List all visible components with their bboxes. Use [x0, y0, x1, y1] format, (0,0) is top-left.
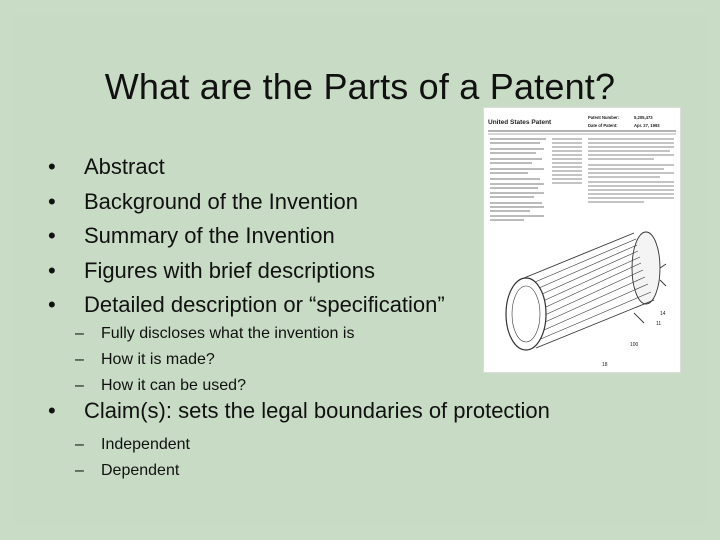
patent-header-left: United States Patent	[488, 119, 552, 126]
claims-subbullets: –Independent –Dependent	[75, 432, 190, 484]
patent-right-column	[588, 138, 674, 203]
patent-date: Apr. 27, 1993	[634, 123, 660, 128]
sub-list-item: –How it is made?	[75, 347, 354, 373]
list-item: • Figures with brief descriptions	[48, 254, 445, 289]
patent-number: 5,205,473	[634, 115, 653, 120]
sub-list-item-label: How it is made?	[101, 351, 215, 368]
figure-label: 11	[656, 321, 661, 327]
list-item-label: Figures with brief descriptions	[84, 257, 376, 283]
patent-number-label: Patent Number:	[588, 115, 619, 120]
patent-date-label: Date of Patent:	[588, 123, 618, 128]
bullet: •	[48, 398, 56, 423]
claims-label: Claim(s): sets the legal boundaries of p…	[84, 398, 550, 423]
dash: –	[75, 436, 84, 453]
sub-list-item-label: Fully discloses what the invention is	[101, 325, 355, 342]
sub-list-item-label: Independent	[101, 436, 190, 453]
list-item-label: Background of the Invention	[84, 188, 358, 214]
list-item: • Background of the Invention	[48, 185, 445, 220]
sub-list-item: –Dependent	[75, 458, 190, 484]
dash: –	[75, 351, 84, 368]
figure-label: 100	[630, 342, 639, 348]
dash: –	[75, 325, 84, 342]
list-item-label: Summary of the Invention	[84, 223, 335, 248]
specification-subbullets: –Fully discloses what the invention is –…	[75, 321, 354, 399]
claims-bullet: • Claim(s): sets the legal boundaries of …	[48, 398, 550, 424]
list-item-label: Abstract	[84, 154, 165, 179]
sub-list-item: –Fully discloses what the invention is	[75, 321, 354, 347]
figure-label: 14	[660, 311, 666, 317]
bullet: •	[48, 188, 56, 214]
patent-document-image: United States Patent Patent Number: 5,20…	[484, 108, 680, 372]
slide-title: What are the Parts of a Patent?	[104, 66, 616, 107]
patent-middle-column	[552, 138, 582, 184]
figure-label: 18	[602, 362, 608, 368]
list-item: • Abstract	[48, 150, 445, 185]
list-item: • Detailed description or “specification”	[48, 288, 445, 323]
patent-left-column	[490, 138, 546, 221]
dash: –	[75, 462, 84, 479]
sub-list-item: –Independent	[75, 432, 190, 458]
patent-cylinder-figure	[505, 231, 667, 351]
sub-list-item-label: How it can be used?	[101, 377, 246, 394]
parts-list: • Abstract • Background of the Invention •…	[48, 150, 445, 323]
sub-list-item: –How it can be used?	[75, 373, 354, 399]
sub-list-item-label: Dependent	[101, 462, 180, 479]
bullet: •	[48, 154, 56, 179]
bullet: •	[48, 292, 56, 317]
bullet: •	[48, 223, 56, 248]
list-item: • Summary of the Invention	[48, 219, 445, 254]
bullet: •	[48, 257, 56, 283]
dash: –	[75, 377, 84, 394]
patent-page-svg: United States Patent Patent Number: 5,20…	[488, 115, 676, 368]
list-item-label: Detailed description or “specification”	[84, 292, 445, 317]
